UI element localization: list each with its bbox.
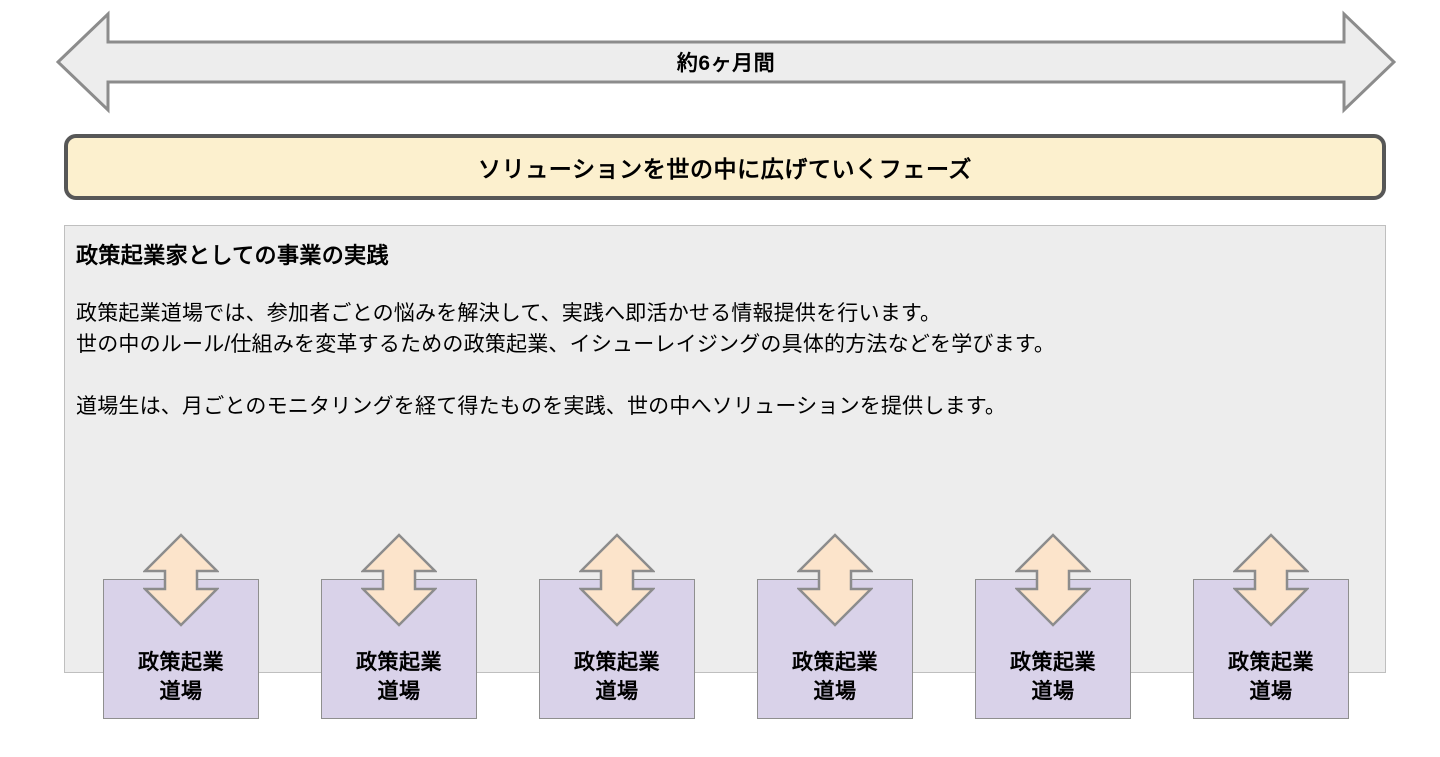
double-headed-vertical-arrow-icon [143, 533, 219, 627]
double-headed-horizontal-arrow-icon [56, 10, 1396, 114]
dojo-arrow-5 [1015, 533, 1091, 627]
double-headed-vertical-arrow-icon [579, 533, 655, 627]
dojo-arrow-2 [361, 533, 437, 627]
panel-body: 政策起業道場では、参加者ごとの悩みを解決して、実践へ即活かせる情報提供を行います… [76, 298, 1376, 422]
duration-label: 約6ヶ月間 [676, 52, 776, 75]
double-headed-vertical-arrow-icon [1233, 533, 1309, 627]
panel-paragraph-2: 世の中のルール/仕組みを変革するための政策起業、イシューレイジングの具体的方法な… [76, 333, 1056, 356]
dojo-label-1: 政策起業 道場 [138, 651, 224, 703]
dojo-unit-5[interactable]: 政策起業 道場 [975, 533, 1131, 719]
duration-arrow: 約6ヶ月間 [56, 10, 1396, 114]
dojo-label-5: 政策起業 道場 [1010, 651, 1096, 703]
dojo-label-6: 政策起業 道場 [1228, 651, 1314, 703]
double-headed-vertical-arrow-icon [797, 533, 873, 627]
dojo-arrow-1 [143, 533, 219, 627]
panel-paragraph-1: 政策起業道場では、参加者ごとの悩みを解決して、実践へ即活かせる情報提供を行います… [76, 302, 942, 325]
dojo-unit-2[interactable]: 政策起業 道場 [321, 533, 477, 719]
dojo-arrow-6 [1233, 533, 1309, 627]
double-headed-vertical-arrow-icon [1015, 533, 1091, 627]
panel-heading: 政策起業家としての事業の実践 [76, 243, 389, 268]
dojo-box-3[interactable]: 政策起業 道場 [539, 579, 695, 719]
dojo-label-2: 政策起業 道場 [356, 651, 442, 703]
dojo-arrow-4 [797, 533, 873, 627]
phase-banner-label: ソリューションを世の中に広げていくフェーズ [478, 156, 972, 182]
dojo-unit-6[interactable]: 政策起業 道場 [1193, 533, 1349, 719]
double-headed-vertical-arrow-icon [361, 533, 437, 627]
dojo-arrow-3 [579, 533, 655, 627]
dojo-unit-1[interactable]: 政策起業 道場 [103, 533, 259, 719]
main-panel: 政策起業家としての事業の実践 政策起業道場では、参加者ごとの悩みを解決して、実践… [64, 225, 1386, 673]
dojo-unit-3[interactable]: 政策起業 道場 [539, 533, 695, 719]
dojo-unit-4[interactable]: 政策起業 道場 [757, 533, 913, 719]
panel-paragraph-3: 道場生は、月ごとのモニタリングを経て得たものを実践、世の中へソリューションを提供… [76, 395, 1007, 418]
dojo-label-3: 政策起業 道場 [574, 651, 660, 703]
dojo-label-4: 政策起業 道場 [792, 651, 878, 703]
phase-banner: ソリューションを世の中に広げていくフェーズ [64, 134, 1386, 200]
